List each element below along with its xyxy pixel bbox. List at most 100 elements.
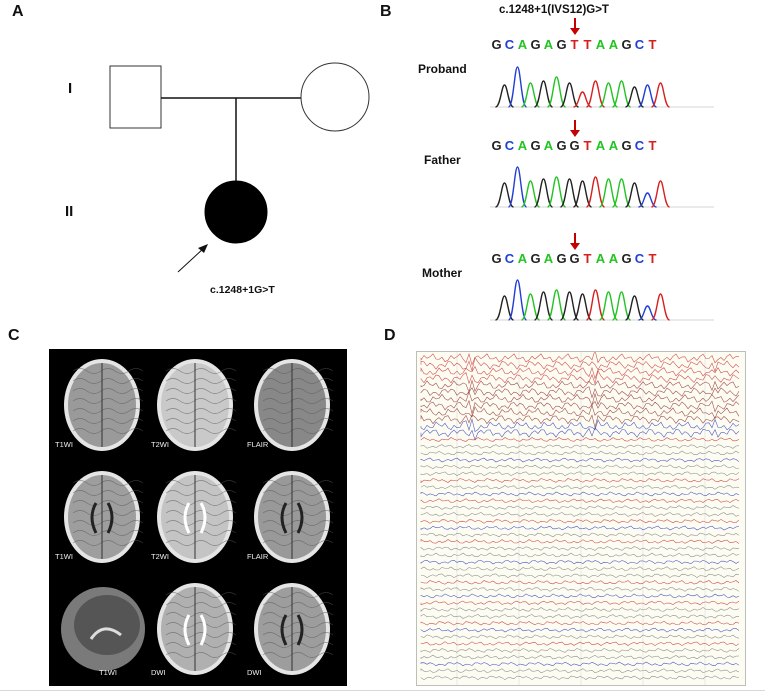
figure-bottom-rule	[0, 690, 765, 691]
mri-gyri-line	[165, 428, 237, 434]
base-letter: T	[583, 138, 592, 153]
base-letter: G	[530, 251, 541, 266]
mri-sequence-label: T2WI	[151, 552, 169, 561]
eeg-channel-trace	[420, 390, 740, 407]
eeg-channel-trace	[420, 498, 740, 503]
sequence-label-mother: Mother	[422, 266, 462, 280]
eeg-channel-trace	[421, 573, 740, 579]
chromatogram-peak	[546, 289, 567, 321]
mri-gyri-line	[165, 520, 237, 526]
base-letter: A	[595, 138, 606, 153]
eeg-channel-trace	[420, 356, 740, 373]
chromatogram-peak	[612, 80, 631, 108]
generation-label-1: I	[68, 80, 73, 97]
eeg-channel-trace	[420, 471, 740, 477]
mri-gyri-line	[165, 378, 237, 384]
base-letter: A	[543, 251, 554, 266]
mri-gyri-line	[72, 378, 144, 384]
mri-gyri-line	[262, 500, 334, 506]
eeg-channel-trace	[420, 634, 740, 640]
eeg-channel-trace	[420, 505, 740, 510]
chromatogram-peak	[560, 291, 579, 321]
eeg-channel-trace	[420, 532, 740, 538]
chromatogram-peak	[612, 178, 631, 208]
base-letter: G	[556, 251, 567, 266]
base-letter: A	[595, 251, 606, 266]
father-square	[109, 65, 162, 129]
generation-label-2: II	[65, 203, 74, 220]
eeg-channel-trace	[420, 437, 740, 442]
mri-gyri-line	[72, 480, 144, 486]
chromatogram-peak	[521, 82, 540, 108]
mri-gyri-line	[165, 592, 237, 598]
proband-circle	[204, 180, 268, 244]
eeg-channel-trace	[420, 580, 740, 585]
chromatogram-peak	[546, 76, 567, 108]
chromatogram-peak	[625, 86, 644, 108]
eeg-channel-trace	[420, 478, 740, 484]
mri-gyri-line	[165, 652, 237, 658]
mri-sagittal-brain	[74, 595, 140, 655]
chromatogram-peak	[507, 166, 528, 208]
mri-sequence-label: T1WI	[99, 668, 117, 677]
chromatogram-peak	[638, 192, 657, 208]
base-letter: A	[608, 251, 619, 266]
proband-arrow-icon	[198, 244, 208, 253]
mri-gyri-line	[72, 520, 144, 526]
sequence-label-father: Father	[424, 153, 461, 167]
base-letter: C	[634, 251, 645, 266]
chromatogram-proband	[490, 66, 714, 108]
eeg-channel-trace	[420, 587, 740, 592]
eeg-channel-trace	[420, 627, 740, 633]
panel-letter-c: C	[8, 327, 20, 344]
base-letter: G	[530, 138, 541, 153]
chromatogram-peak	[495, 84, 514, 108]
chromatogram-father	[490, 166, 714, 208]
base-letter: T	[583, 37, 592, 52]
base-letter: A	[517, 37, 528, 52]
base-letter: C	[504, 138, 515, 153]
eeg-channel-trace	[420, 365, 740, 380]
base-letter: A	[517, 251, 528, 266]
base-letter: G	[556, 138, 567, 153]
chromatogram-peak	[625, 182, 644, 208]
mri-sequence-label: FLAIR	[247, 552, 269, 561]
mri-gyri-line	[72, 408, 144, 414]
eeg-channel-trace	[420, 491, 740, 497]
eeg-channel-trace	[420, 369, 740, 385]
chromatogram-peak	[507, 279, 528, 321]
mri-gyri-line	[262, 480, 334, 486]
chromatogram-peak	[495, 182, 514, 208]
eeg-channel-trace	[420, 450, 740, 456]
eeg-channel-trace	[420, 593, 740, 599]
eeg-channel-trace	[420, 484, 740, 490]
chromatogram-peak	[625, 295, 644, 321]
mri-sequence-label: DWI	[247, 668, 262, 677]
base-letter: G	[621, 138, 632, 153]
chromatogram-peak	[586, 80, 605, 108]
proband-variant-label: c.1248+1G>T	[210, 284, 275, 296]
base-letter: C	[504, 251, 515, 266]
mri-sequence-label: T1WI	[55, 440, 73, 449]
eeg-channel-trace	[420, 546, 740, 551]
eeg-channel-trace	[420, 511, 740, 517]
variant-arrow-icon	[570, 18, 580, 35]
mother-circle	[300, 62, 370, 132]
chromatogram-peak	[638, 305, 657, 321]
base-letter: G	[556, 37, 567, 52]
eeg-channel-trace	[420, 600, 740, 606]
mri-gyri-line	[72, 540, 144, 546]
base-letter: T	[648, 37, 657, 52]
variant-arrow-icon	[570, 120, 580, 137]
sequence-label-proband: Proband	[418, 62, 467, 76]
eeg-channel-trace	[420, 525, 740, 531]
mri-gyri-line	[262, 388, 334, 394]
mri-gyri-line	[165, 480, 237, 486]
mri-gyri-line	[72, 368, 144, 374]
eeg-channel-trace	[420, 654, 740, 660]
chromatogram-peak	[495, 295, 514, 321]
mri-gyri-line	[165, 490, 237, 496]
base-letter: A	[608, 37, 619, 52]
